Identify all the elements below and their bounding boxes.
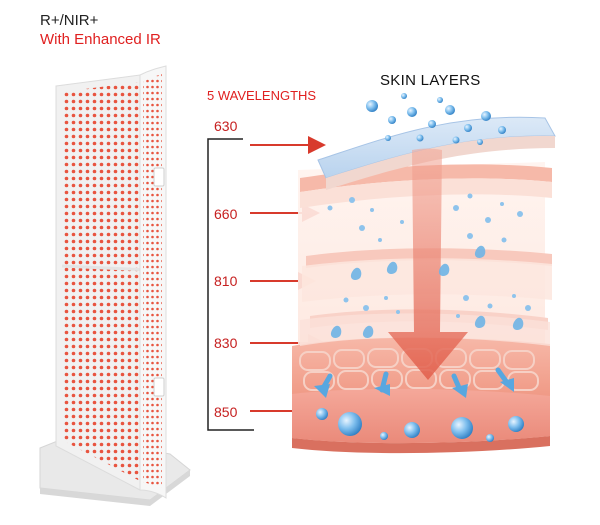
skin-illustration bbox=[292, 93, 556, 454]
product-title: R+/NIR+ bbox=[40, 12, 99, 29]
wavelength-label-810: 810 bbox=[214, 273, 238, 289]
wavelengths-title: 5 WAVELENGTHS bbox=[207, 88, 317, 103]
wavelength-label-850: 850 bbox=[214, 404, 238, 420]
wavelength-label-830: 830 bbox=[214, 335, 238, 351]
wavelength-label-630: 630 bbox=[214, 118, 238, 134]
wavelength-bracket bbox=[207, 138, 254, 431]
led-panel bbox=[39, 65, 191, 506]
product-subtitle: With Enhanced IR bbox=[40, 31, 161, 48]
skin-layers-title: SKIN LAYERS bbox=[380, 72, 481, 89]
wavelength-label-660: 660 bbox=[214, 206, 238, 222]
